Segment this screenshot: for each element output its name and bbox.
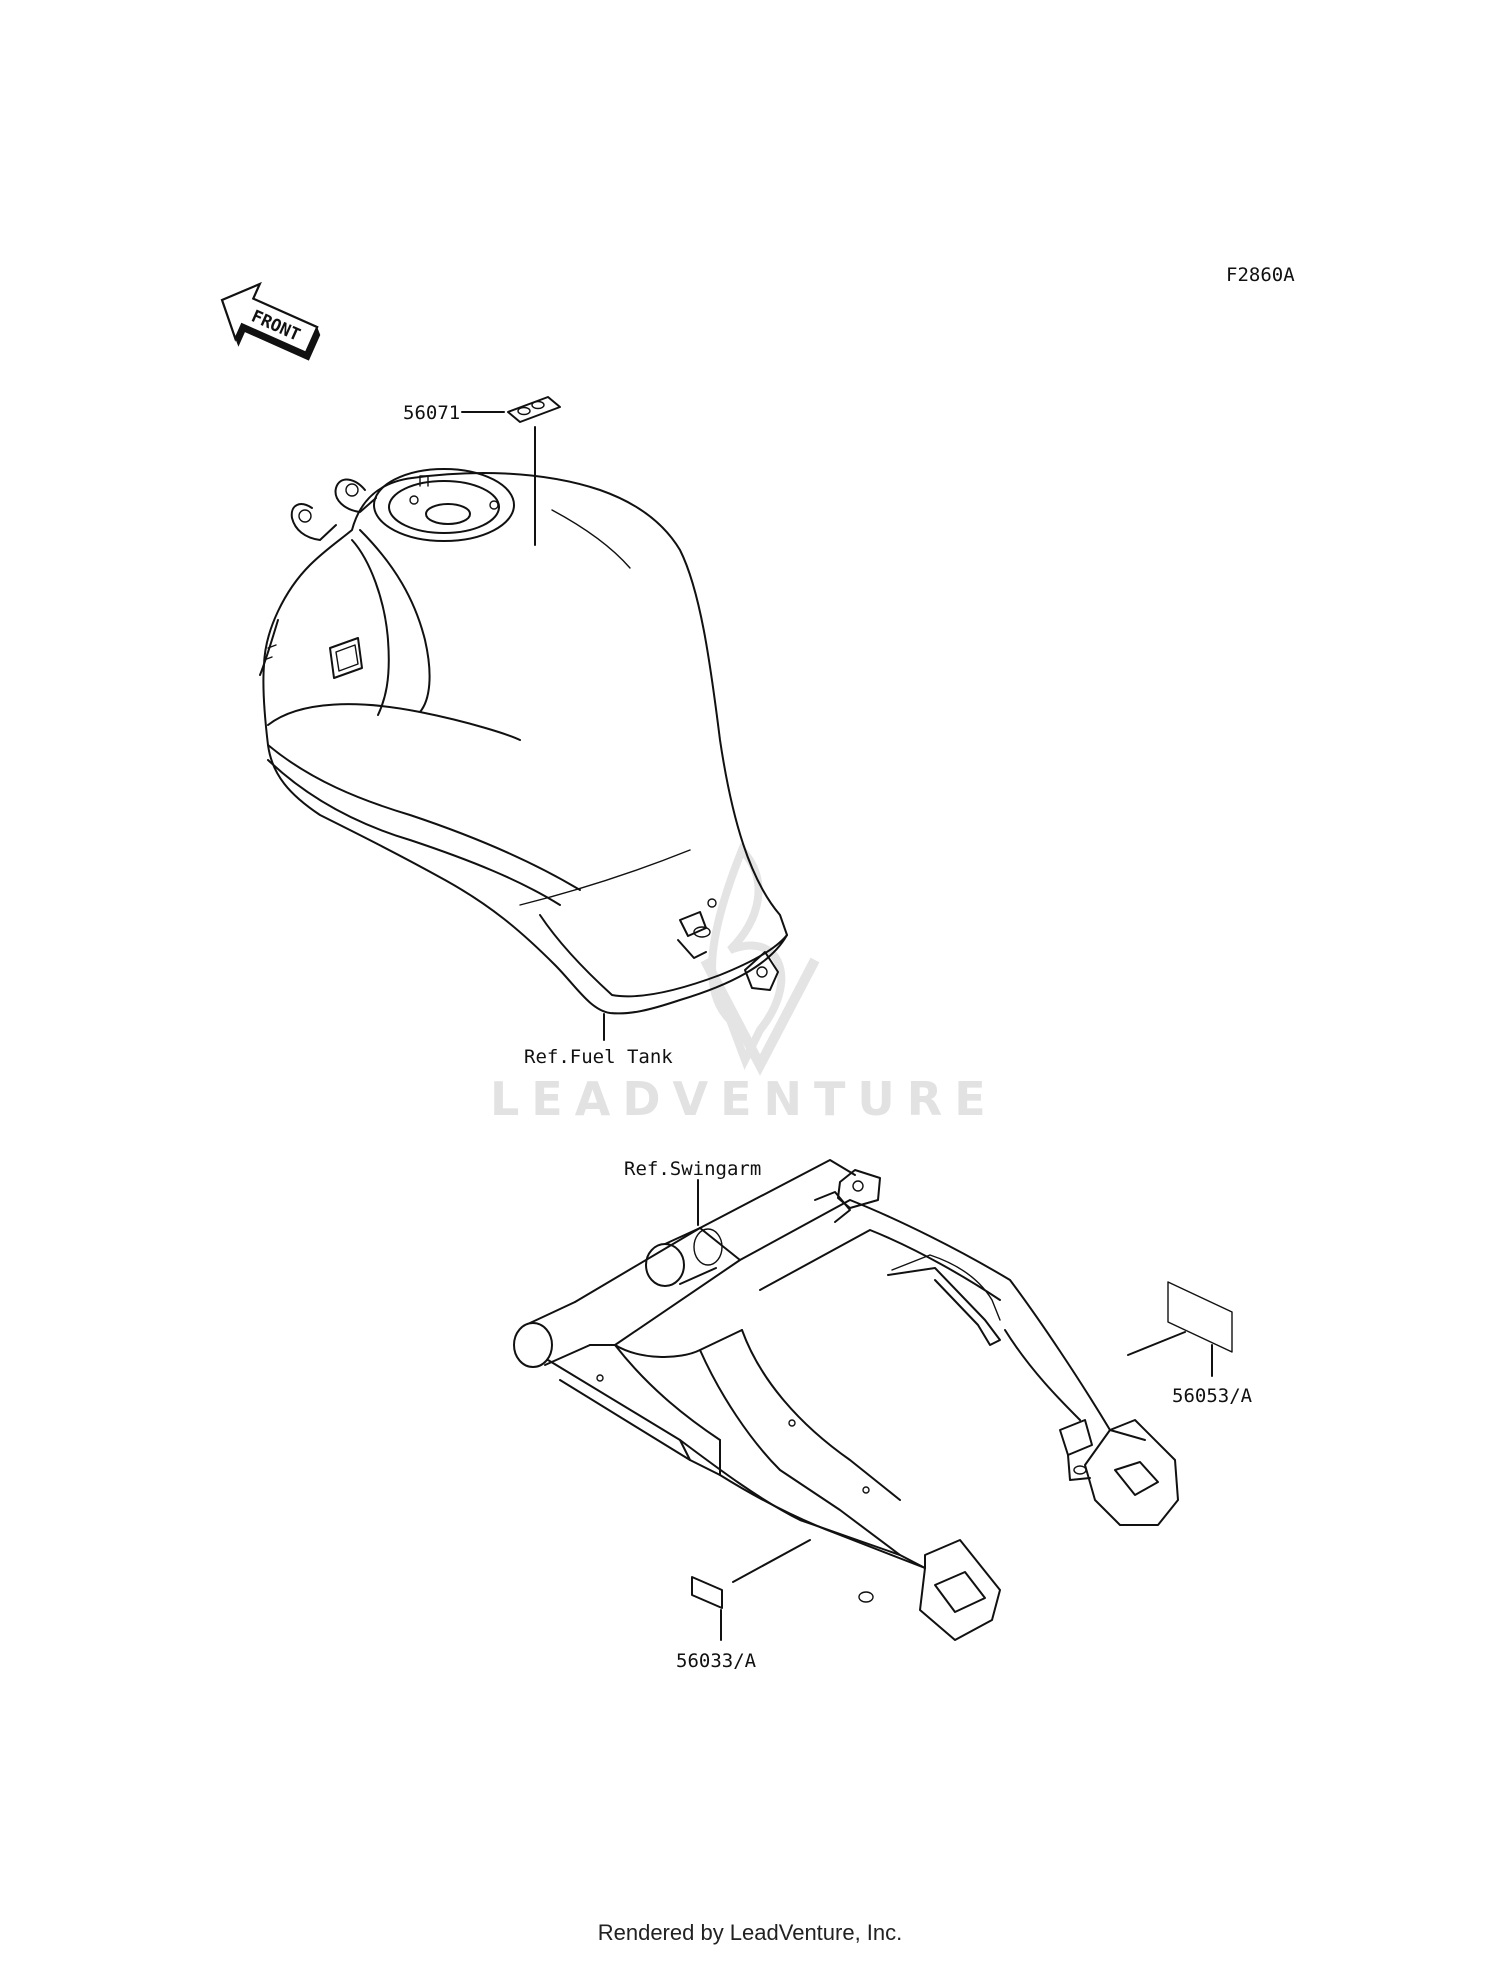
ref-swingarm-label: Ref.Swingarm	[624, 1158, 761, 1180]
diagram-code: F2860A	[1226, 264, 1295, 286]
ref-fuel-tank-callout: Ref.Fuel Tank	[524, 1013, 673, 1068]
decal-56071: 56071	[403, 396, 561, 546]
part-number-56053-a: 56053/A	[1172, 1385, 1253, 1407]
front-arrow-icon: FRONT	[220, 281, 321, 361]
decal-56033-a: 56033/A	[676, 1539, 811, 1672]
decal-56053-a: 56053/A	[1127, 1281, 1253, 1407]
part-number-56033-a: 56033/A	[676, 1650, 757, 1672]
ref-fuel-tank-label: Ref.Fuel Tank	[524, 1046, 673, 1068]
fuel-tank-drawing	[259, 468, 788, 1015]
ref-swingarm-callout: Ref.Swingarm	[624, 1158, 761, 1226]
leadventure-watermark: LEADVENTURE	[490, 842, 998, 1126]
part-number-56071: 56071	[403, 402, 460, 424]
watermark-text: LEADVENTURE	[490, 1072, 998, 1126]
swingarm-drawing	[513, 1159, 1179, 1641]
footer-credit: Rendered by LeadVenture, Inc.	[597, 1920, 903, 1945]
